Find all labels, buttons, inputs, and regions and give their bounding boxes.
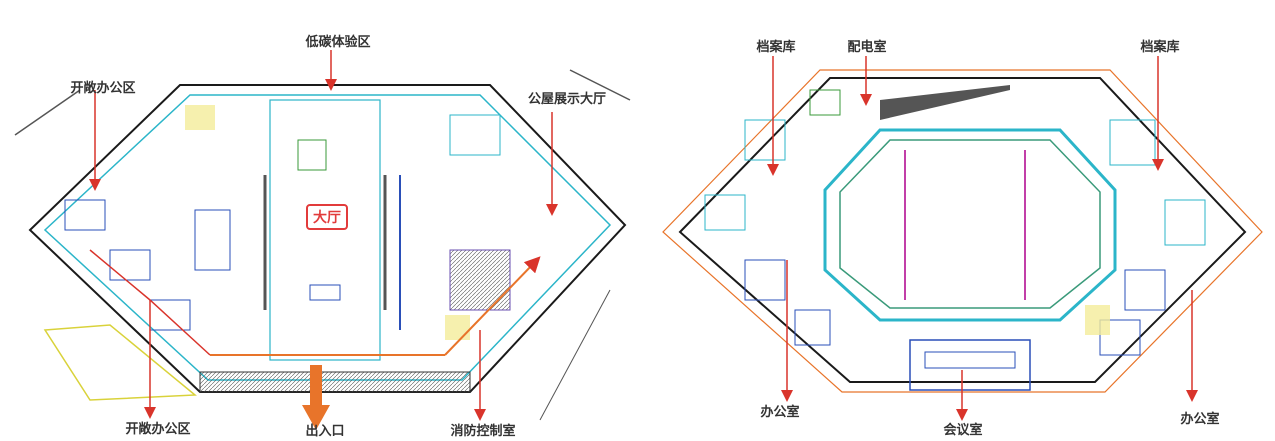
label-fire-control-room: 消防控制室 xyxy=(450,424,516,439)
right-label-arrows xyxy=(767,56,1198,421)
label-archive-left: 档案库 xyxy=(756,40,796,55)
label-open-office-top: 开敞办公区 xyxy=(70,81,136,96)
label-power-room: 配电室 xyxy=(847,40,887,55)
label-open-office-bottom: 开敞办公区 xyxy=(125,422,191,437)
label-showroom-hall: 公屋展示大厅 xyxy=(527,92,607,107)
label-office-right: 办公室 xyxy=(1180,412,1220,427)
left-label-arrows xyxy=(89,50,558,421)
label-archive-right: 档案库 xyxy=(1140,40,1180,55)
label-entrance: 出入口 xyxy=(305,424,345,439)
left-floor-plan xyxy=(14,69,631,430)
label-office-left: 办公室 xyxy=(760,405,800,420)
label-meeting-room: 会议室 xyxy=(943,423,983,438)
right-floor-plan xyxy=(662,69,1263,393)
label-main-hall: 大厅 xyxy=(306,204,348,230)
label-low-carbon-zone: 低碳体验区 xyxy=(305,35,371,50)
